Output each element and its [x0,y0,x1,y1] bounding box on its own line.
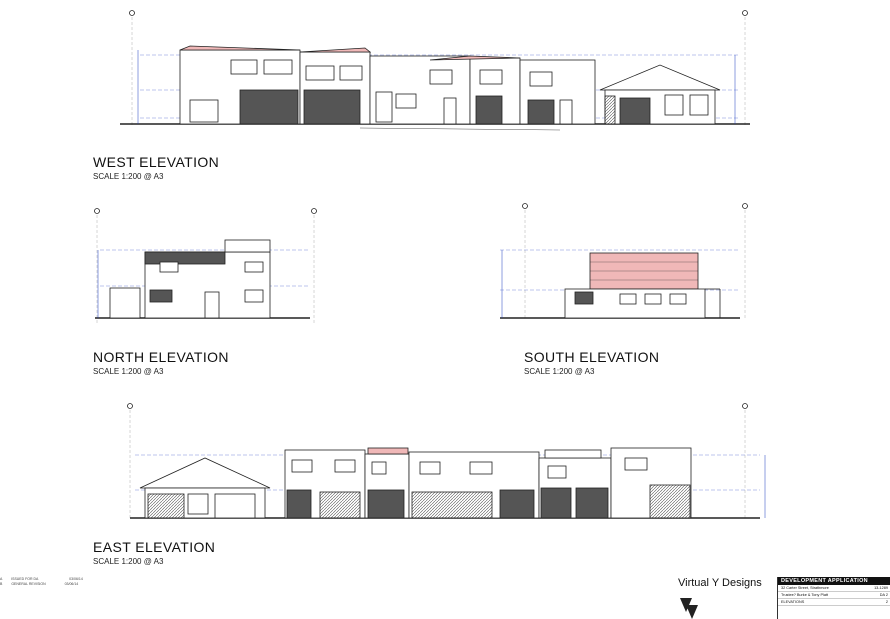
west-elevation [120,10,750,131]
revision-code: B [0,582,3,586]
title-block-header: DEVELOPMENT APPLICATION [778,577,890,585]
east-elevation-scale: SCALE 1:200 @ A3 [93,557,164,566]
brand-name: Virtual Y Designs [678,577,762,589]
project-address: 32 Carter Street, Strathmore [781,586,829,590]
east-elevation [127,403,766,520]
revision-row: A ISSUED FOR DA 03/06/14 [0,577,83,582]
revision-code: A [0,577,3,581]
south-elevation-scale: SCALE 1:200 @ A3 [524,367,595,376]
revision-date: 03/06/14 [64,582,79,586]
title-block-row: Trustee? Burke & Tony Platt DA 2 [778,592,890,599]
north-elevation [94,208,317,325]
north-elevation-title: NORTH ELEVATION [93,349,229,365]
title-block-row: 32 Carter Street, Strathmore 13-1289 [778,585,890,592]
brand-logo [680,598,698,619]
client-name: Trustee? Burke & Tony Platt [781,593,829,597]
revision-date: 03/06/14 [69,577,83,581]
west-elevation-scale: SCALE 1:200 @ A3 [93,172,164,181]
drawing-number: DA 2 [879,593,888,597]
north-elevation-scale: SCALE 1:200 @ A3 [93,367,164,376]
revision-desc: GENERAL REVISION [11,582,46,586]
title-block: DEVELOPMENT APPLICATION 32 Carter Street… [777,577,890,619]
drawing-title: ELEVATIONS [781,600,805,604]
west-elevation-title: WEST ELEVATION [93,154,220,170]
revision-row: B GENERAL REVISION 03/06/14 [0,582,83,587]
east-elevation-title: EAST ELEVATION [93,539,216,555]
revision-table: A ISSUED FOR DA 03/06/14 B GENERAL REVIS… [0,577,83,587]
south-elevation [500,203,748,320]
south-elevation-title: SOUTH ELEVATION [524,349,660,365]
revision-desc: ISSUED FOR DA [11,577,39,581]
sheet-number: 2 [885,600,888,604]
project-number: 13-1289 [874,586,888,590]
title-block-row: ELEVATIONS 2 [778,599,890,606]
